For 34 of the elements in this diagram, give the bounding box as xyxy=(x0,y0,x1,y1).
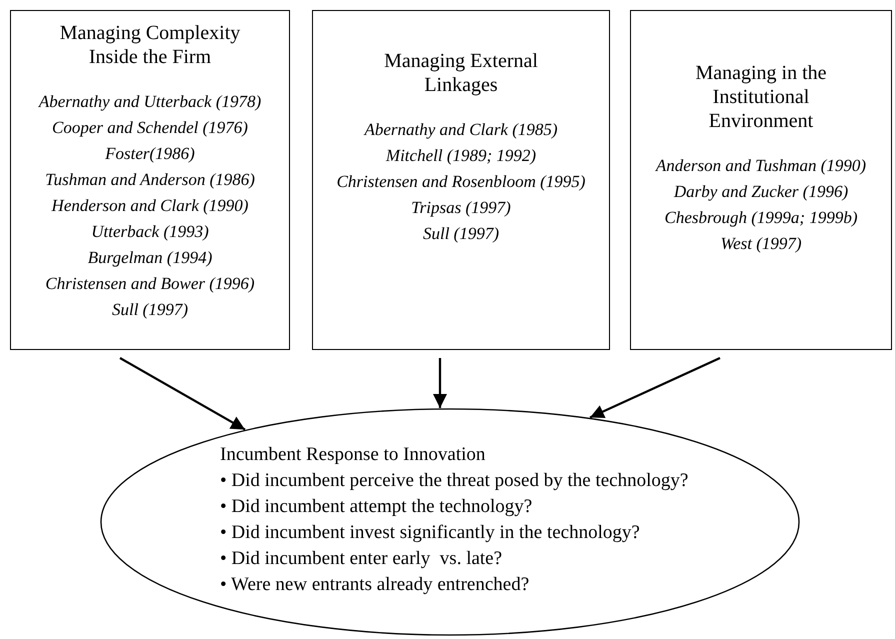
bullet-item: • Did incumbent perceive the threat posed by the technology? xyxy=(220,469,690,493)
heading: Managing External Linkages xyxy=(383,49,539,97)
bullet-item: • Were new entrants already entrenched? xyxy=(220,573,530,597)
theme-box xyxy=(312,10,610,350)
arrow xyxy=(433,358,447,408)
citation: Tushman and Anderson (1986) xyxy=(44,169,256,191)
citation: Anderson and Tushman (1990) xyxy=(654,155,868,177)
citation: Burgelman (1994) xyxy=(86,247,214,269)
citation: Christensen and Bower (1996) xyxy=(44,273,256,295)
theme-box xyxy=(630,10,892,350)
outcome-ellipse xyxy=(100,408,800,636)
arrow xyxy=(590,357,720,419)
citation: Abernathy and Clark (1985) xyxy=(362,119,559,141)
theme-box xyxy=(10,10,290,350)
citation: Mitchell (1989; 1992) xyxy=(384,145,538,167)
citation: Christensen and Rosenbloom (1995) xyxy=(336,171,586,193)
heading: Incumbent Response to Innovation xyxy=(220,443,486,467)
citation: West (1997) xyxy=(719,233,803,255)
bullet-item: • Did incumbent enter early vs. late? xyxy=(220,547,504,571)
arrow xyxy=(119,357,246,431)
heading: Managing in the Institutional Environment xyxy=(694,61,828,133)
citation: Darby and Zucker (1996) xyxy=(672,181,850,203)
citation: Sull (1997) xyxy=(110,299,190,321)
bullet-item: • Did incumbent invest significantly in the technology? xyxy=(220,521,641,545)
bullet-item: • Did incumbent attempt the technology? xyxy=(220,495,534,519)
citation: Tripsas (1997) xyxy=(410,197,512,219)
citation: Chesbrough (1999a; 1999b) xyxy=(664,207,858,229)
citation: Utterback (1993) xyxy=(90,221,210,243)
citation: Foster(1986) xyxy=(104,143,196,165)
citation: Cooper and Schendel (1976) xyxy=(51,117,249,139)
citation: Henderson and Clark (1990) xyxy=(50,195,250,217)
citation: Abernathy and Utterback (1978) xyxy=(37,91,262,113)
heading: Managing Complexity Inside the Firm xyxy=(58,21,242,69)
citation: Sull (1997) xyxy=(422,223,500,245)
